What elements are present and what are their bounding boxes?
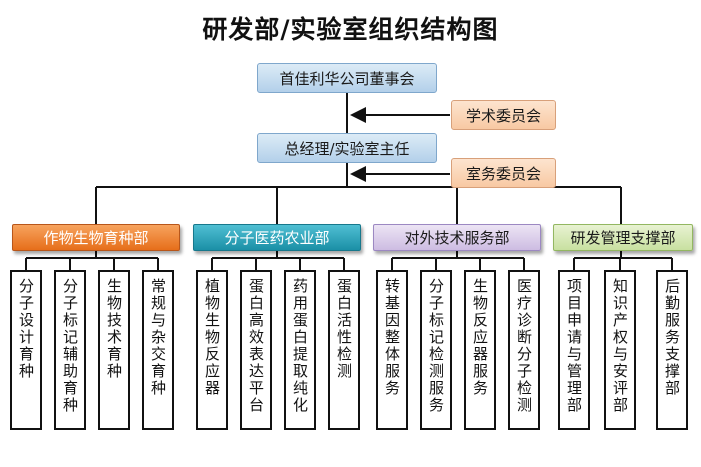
unit-box: 转基因整体服务 bbox=[376, 270, 408, 430]
unit-box: 知识产权与安评部 bbox=[604, 270, 636, 430]
unit-box: 蛋白高效表达平台 bbox=[240, 270, 272, 430]
department-crop-breeding: 作物生物育种部 bbox=[12, 224, 180, 251]
unit-box: 后勤服务支撑部 bbox=[656, 270, 688, 430]
board-box: 首佳利华公司董事会 bbox=[257, 63, 437, 93]
unit-box: 蛋白活性检测 bbox=[328, 270, 360, 430]
unit-box: 生物技术育种 bbox=[98, 270, 130, 430]
department-rd-support: 研发管理支撑部 bbox=[553, 224, 693, 251]
unit-box: 药用蛋白提取纯化 bbox=[284, 270, 316, 430]
unit-box: 分子标记辅助育种 bbox=[54, 270, 86, 430]
chart-title: 研发部/实验室组织结构图 bbox=[202, 15, 499, 44]
unit-box: 项目申请与管理部 bbox=[558, 270, 590, 430]
affairs-committee-box: 室务委员会 bbox=[451, 158, 556, 188]
unit-box: 分子设计育种 bbox=[10, 270, 42, 430]
unit-box: 植物生物反应器 bbox=[196, 270, 228, 430]
academic-committee-box: 学术委员会 bbox=[451, 100, 556, 130]
unit-box: 医疗诊断分子检测 bbox=[508, 270, 540, 430]
unit-box: 常规与杂交育种 bbox=[142, 270, 174, 430]
general-manager-box: 总经理/实验室主任 bbox=[257, 133, 437, 163]
department-external-services: 对外技术服务部 bbox=[373, 224, 541, 251]
department-molecular-pharma: 分子医药农业部 bbox=[193, 224, 361, 251]
unit-box: 生物反应器服务 bbox=[464, 270, 496, 430]
unit-box: 分子标记检测服务 bbox=[420, 270, 452, 430]
